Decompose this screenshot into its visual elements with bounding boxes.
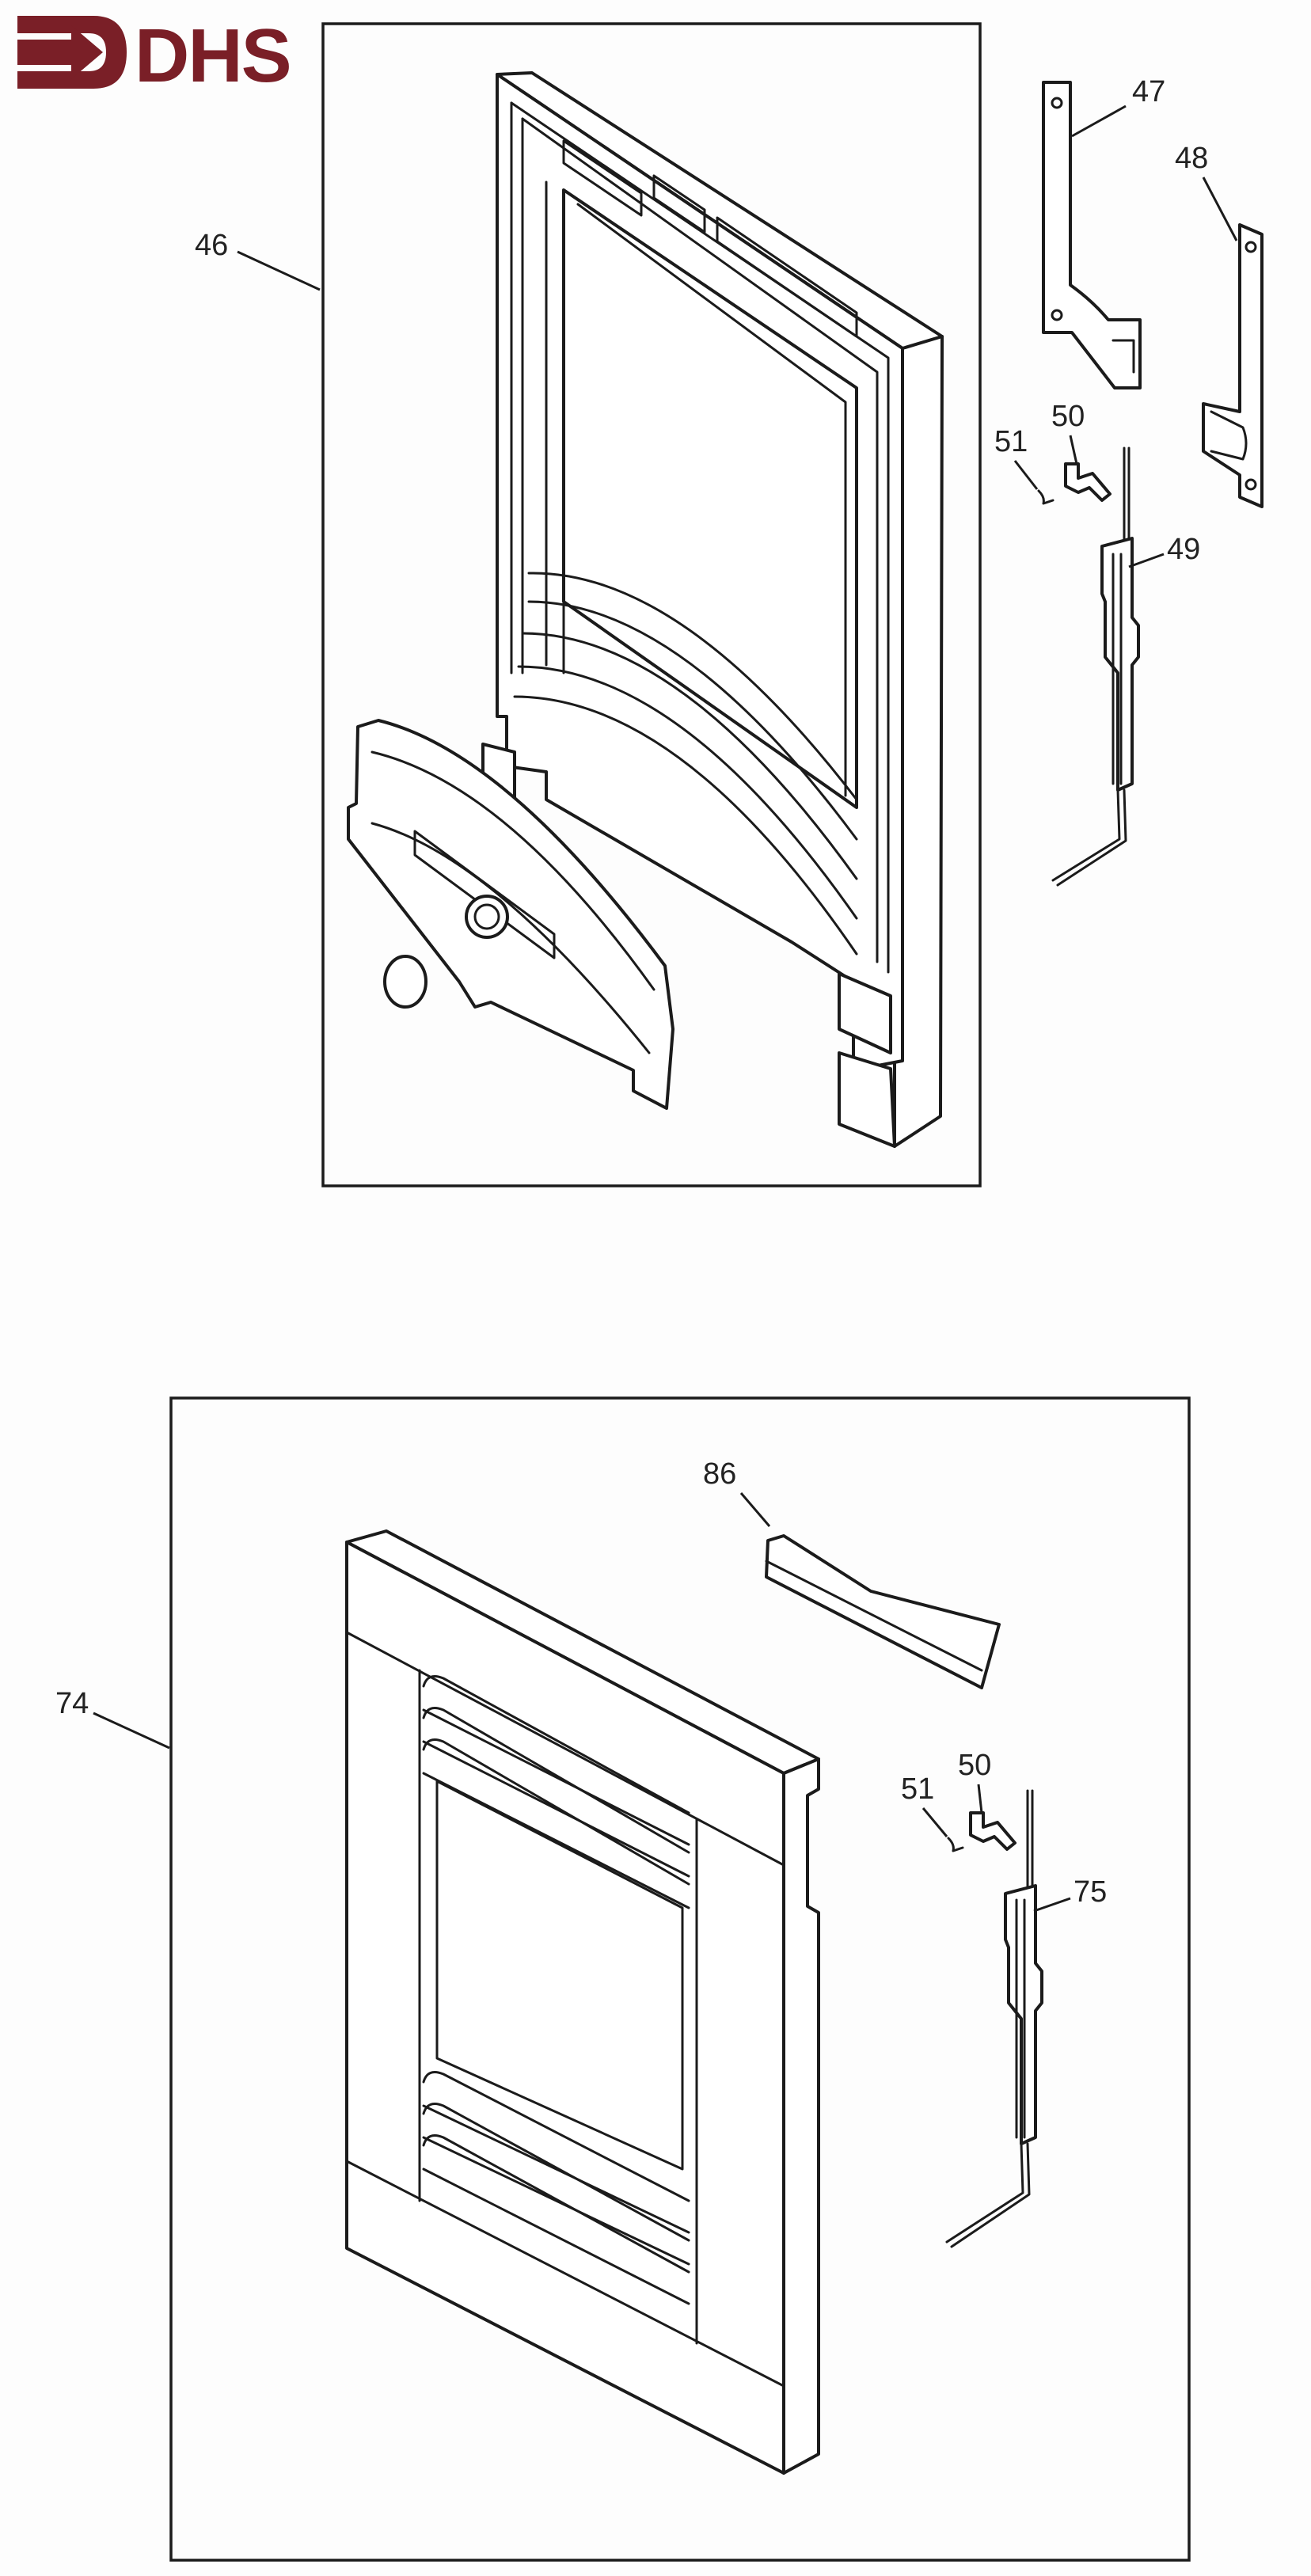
leader-49 [1128, 553, 1165, 568]
leader-86 [739, 1492, 771, 1527]
upper-panel-border [321, 22, 982, 1187]
leader-74 [93, 1712, 170, 1750]
part-49-rod-mechanism [1051, 446, 1140, 887]
dhs-logo-text: DHS [135, 13, 291, 98]
label-46: 46 [195, 229, 228, 262]
part-50-latch [1064, 462, 1112, 502]
label-51b: 51 [901, 1772, 934, 1806]
label-86: 86 [703, 1457, 736, 1491]
part-51-clip [1037, 489, 1054, 505]
label-50b: 50 [958, 1749, 991, 1782]
dhs-logo: DHS [17, 13, 292, 98]
leader-50a [1069, 435, 1078, 465]
label-48: 48 [1175, 142, 1208, 175]
part-46-bottom-trim [347, 719, 674, 1110]
loose-knob [383, 955, 428, 1009]
label-49: 49 [1167, 533, 1200, 566]
label-51a: 51 [994, 425, 1028, 458]
leader-46 [237, 250, 321, 291]
leader-48 [1202, 177, 1238, 241]
leader-50b [977, 1784, 983, 1814]
label-74: 74 [55, 1687, 89, 1720]
label-75: 75 [1074, 1875, 1107, 1909]
part-74-frame [345, 1529, 820, 2475]
part-86-trim [765, 1534, 1001, 1689]
dhs-logo-arrow-icon [17, 16, 127, 89]
part-51-clip-lower [947, 1837, 964, 1852]
label-50a: 50 [1051, 400, 1085, 433]
label-47: 47 [1132, 75, 1165, 108]
part-46-frame [481, 71, 944, 1148]
lower-panel-border [169, 1396, 1191, 2562]
leader-51b [922, 1807, 948, 1837]
leader-51a [1013, 460, 1039, 490]
part-75-rod-mechanism [945, 1789, 1043, 2248]
leader-75 [1033, 1897, 1071, 1913]
lower-panel: 74 86 51 50 75 [55, 1396, 1191, 2562]
upper-panel: 46 47 48 [195, 22, 1264, 1187]
part-48-bracket [1202, 223, 1264, 508]
part-50-latch-lower [969, 1811, 1016, 1851]
part-47-bracket [1042, 81, 1142, 389]
leader-47 [1071, 104, 1127, 138]
